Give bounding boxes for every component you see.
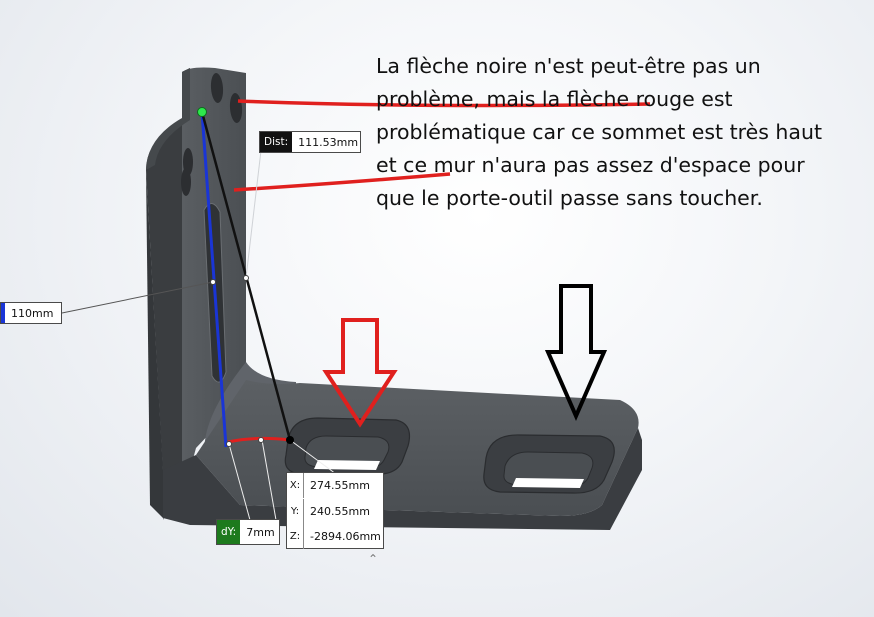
dy-leader-1 (228, 443, 251, 521)
black-arrow (544, 284, 608, 421)
note-line-1: La flèche noire n'est peut-être pas un (376, 54, 761, 78)
red-arrow (322, 318, 398, 428)
note-line-3: problématique car ce sommet est très hau… (376, 120, 823, 144)
dy-value: 7mm (246, 525, 275, 539)
selected-point[interactable] (286, 436, 294, 444)
height-value: 110mm (11, 306, 54, 320)
vertex-point[interactable] (197, 107, 207, 117)
leader-handle-height[interactable] (210, 279, 216, 285)
leader-handle-dist[interactable] (243, 275, 249, 281)
dy-label: dY: (217, 520, 241, 544)
dy-leader-2 (261, 439, 277, 521)
base-slot-2 (483, 434, 615, 494)
dy-measure-line (227, 436, 291, 444)
coord-z-label: Z: (287, 524, 304, 549)
note-line-4: et ce mur n'aura pas assez d'espace pour (376, 153, 805, 177)
height-label (1, 303, 5, 323)
point-leader (289, 439, 337, 475)
caret-up-icon[interactable]: ⌃ (368, 552, 379, 566)
note-line-5: que le porte-outil passe sans toucher. (376, 186, 763, 210)
note-line-2: problème, mais la flèche rouge est (376, 87, 733, 111)
coord-z-value: -2894.06mm (310, 530, 381, 543)
wall-hole-left-2 (181, 168, 191, 196)
leader-handle-dy-2[interactable] (258, 437, 264, 443)
coord-x-row: X: 274.55mm (287, 473, 383, 498)
coord-y-row: Y: 240.55mm (287, 499, 383, 524)
coord-y-value: 240.55mm (310, 505, 370, 518)
dist-value: 111.53mm (298, 135, 359, 149)
annotation-note: La flèche noire n'est peut-être pas un p… (376, 50, 856, 215)
height-leader (61, 281, 214, 314)
dy-measure-tag[interactable]: dY: 7mm (216, 519, 280, 545)
height-measure-tag[interactable]: 110mm (0, 302, 62, 324)
dist-measure-tag[interactable]: Dist: 111.53mm (259, 131, 361, 153)
red-underline-bottom (233, 172, 451, 192)
leader-handle-dy-1[interactable] (226, 441, 232, 447)
coord-y-label: Y: (287, 499, 304, 524)
dist-label: Dist: (260, 132, 293, 152)
coord-x-value: 274.55mm (310, 479, 370, 492)
point-coordinates-tag[interactable]: X: 274.55mm Y: 240.55mm Z: -2894.06mm (286, 472, 384, 549)
red-underline-top (237, 99, 651, 108)
wall-hole-top (210, 73, 224, 103)
dist-leader (245, 141, 263, 279)
coord-z-row: Z: -2894.06mm (287, 524, 383, 549)
coord-x-label: X: (287, 473, 304, 498)
base-slot-1 (284, 417, 411, 475)
